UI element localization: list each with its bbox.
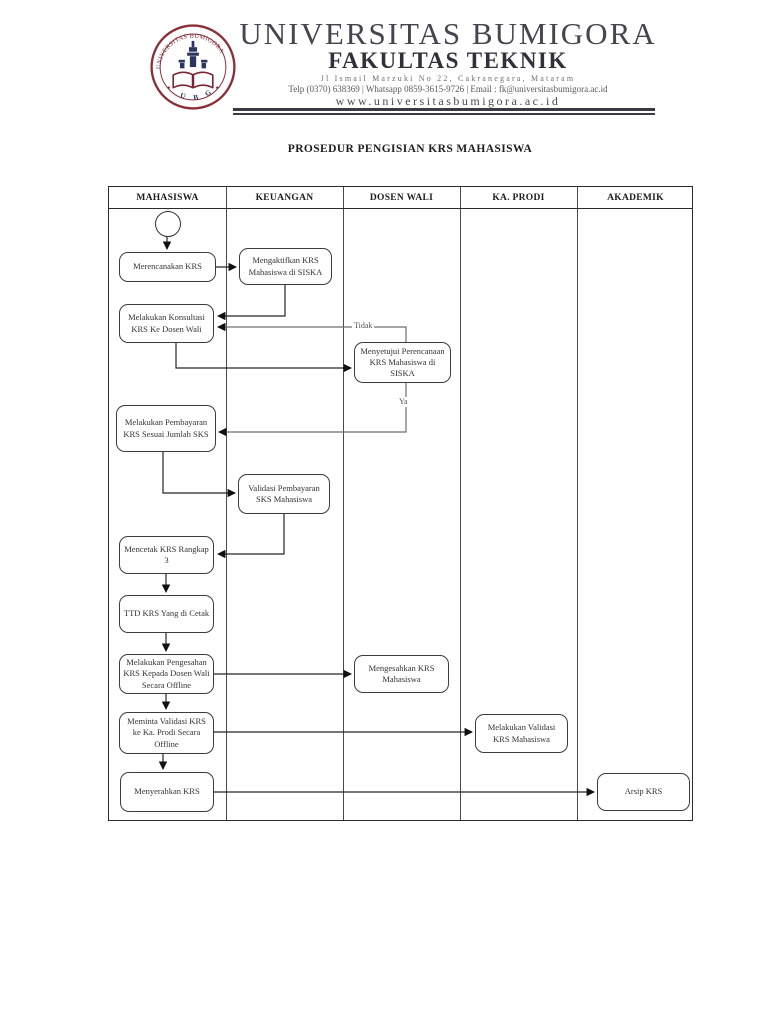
website-line: www.universitasbumigora.ac.id <box>335 93 561 108</box>
node-menyetujui-krs: Menyetujui Perencanaan KRS Mahasiswa di … <box>354 342 451 383</box>
lane-header-keuangan: KEUANGAN <box>255 193 314 203</box>
branch-label-yes: Ya <box>397 397 410 407</box>
branch-label-no: Tidak <box>352 321 375 331</box>
svg-text:U B G: U B G <box>179 86 216 102</box>
seal-bottom-text: U B G <box>179 86 212 102</box>
page-title: PROSEDUR PENGISIAN KRS MAHASISWA <box>287 143 533 155</box>
contact-line: Telp (0370) 638369 | Whatsapp 0859-3615-… <box>288 83 608 94</box>
swimlane-diagram: MAHASISWA KEUANGAN DOSEN WALI KA. PRODI … <box>108 186 693 821</box>
flow-connectors <box>158 236 595 797</box>
address-line: Jl Ismail Marzuki No 22, Cakranegara, Ma… <box>320 73 576 83</box>
node-mengesahkan-krs: Mengesahkan KRS Mahasiswa <box>354 655 449 693</box>
lane-header-akademik: AKADEMIK <box>607 193 664 203</box>
lane-divider <box>225 187 227 820</box>
letterhead-text: UNIVERSITAS BUMIGORA FAKULTAS TEKNIK Jl … <box>236 16 660 109</box>
lane-divider <box>342 187 344 820</box>
letterhead: UNIVERSITAS BUMIGORA U B G <box>0 0 768 130</box>
node-arsip-krs: Arsip KRS <box>597 773 690 811</box>
node-meminta-validasi-krs: Meminta Validasi KRS ke Ka. Prodi Secara… <box>119 712 214 754</box>
seal-open-book-icon <box>172 71 214 89</box>
node-pengesahan-krs: Melakukan Pengesahan KRS Kepada Dosen Wa… <box>119 654 214 694</box>
letterhead-divider <box>233 108 655 115</box>
node-merencanakan-krs: Merencanakan KRS <box>119 252 216 282</box>
faculty-name: FAKULTAS TEKNIK <box>328 47 568 73</box>
node-mencetak-krs: Mencetak KRS Rangkap 3 <box>119 536 214 574</box>
node-mengaktifkan-krs: Mengaktifkan KRS Mahasiswa di SISKA <box>239 248 332 285</box>
lane-header-dosen-wali: DOSEN WALI <box>369 193 434 203</box>
node-pembayaran-krs: Melakukan Pembayaran KRS Sesuai Jumlah S… <box>116 405 216 452</box>
lane-header-mahasiswa: MAHASISWA <box>136 193 199 203</box>
node-melakukan-validasi-krs: Melakukan Validasi KRS Mahasiswa <box>475 714 568 753</box>
node-validasi-pembayaran: Validasi Pembayaran SKS Mahasiswa <box>238 474 330 514</box>
node-menyerahkan-krs: Menyerahkan KRS <box>120 772 214 812</box>
lane-divider <box>576 187 578 820</box>
lane-header-row <box>109 187 692 209</box>
university-seal-logo: UNIVERSITAS BUMIGORA U B G <box>150 24 236 110</box>
start-node <box>155 211 181 237</box>
seal-tower-icon <box>178 40 208 69</box>
lane-divider <box>459 187 461 820</box>
university-name: UNIVERSITAS BUMIGORA <box>239 16 657 51</box>
lane-header-ka-prodi: KA. PRODI <box>492 193 545 203</box>
node-konsultasi-krs: Melakukan Konsultasi KRS Ke Dosen Wali <box>119 304 214 343</box>
node-ttd-krs: TTD KRS Yang di Cetak <box>119 595 214 633</box>
